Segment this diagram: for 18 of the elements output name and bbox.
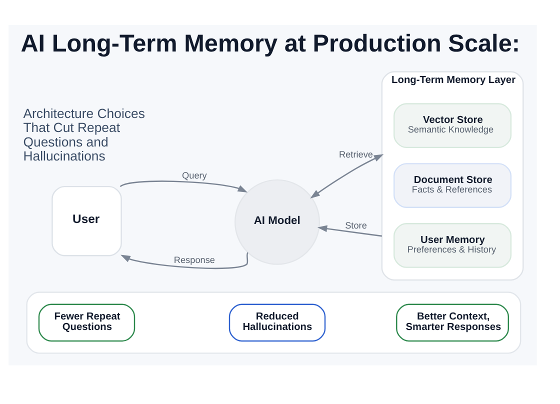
label: Architecture Choices That Cut Repeat Questions and Hallucinations [23,105,145,164]
edge-label: Retrieve [339,148,373,159]
arrow [120,180,248,192]
cluster [26,291,522,354]
node-box: Document Store Facts & References [394,162,512,208]
edge-label: Store [345,220,367,230]
edge-label: Response [174,254,215,264]
node-box: Reduced Hallucinations [228,303,326,342]
node-box: Better Context, Smarter Responses [396,303,510,342]
node-box: Fewer Repeat Questions [38,303,136,342]
edge-label: Query [182,170,207,180]
arrow [120,252,248,269]
node-box: User [52,185,122,256]
node-box: Vector Store Semantic Knowledge [394,102,512,148]
diagram-title: AI Long-Term Memory at Production Scale: [20,30,520,58]
node-box: User Memory Preferences & History [394,222,512,268]
arrow [310,154,384,198]
arrow [317,224,382,236]
